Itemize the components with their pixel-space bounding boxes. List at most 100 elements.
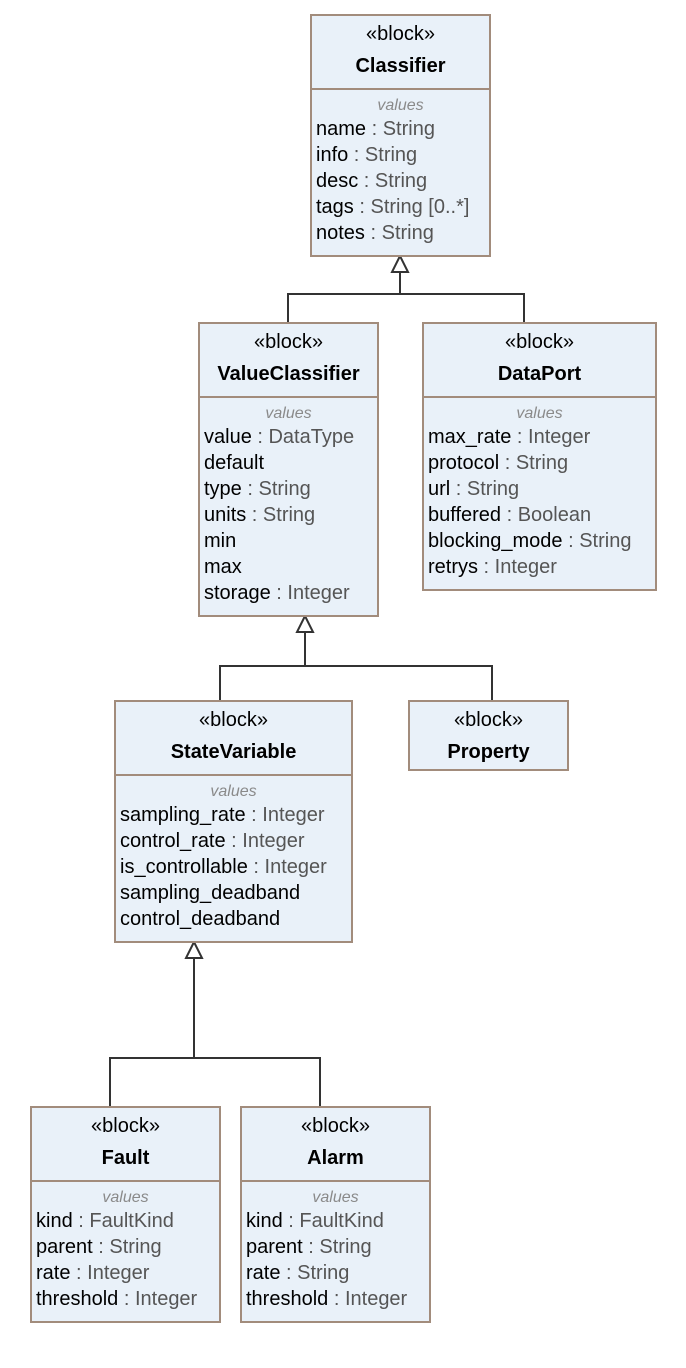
value-property: parent : String <box>36 1234 215 1260</box>
property-type: DataType <box>268 426 355 448</box>
value-property: min <box>204 528 373 554</box>
value-property: is_controllable : Integer <box>120 854 347 880</box>
value-property: type : String <box>204 476 373 502</box>
block-name: Fault <box>101 1147 150 1169</box>
stereotype-label: «block» <box>301 1115 370 1137</box>
value-property: blocking_mode : String <box>428 528 651 554</box>
property-type: String [0..*] <box>370 196 470 218</box>
property-name: control_deadband <box>120 908 281 930</box>
property-type: FaultKind <box>299 1210 384 1232</box>
generalization-value-classifier <box>219 613 493 700</box>
property-separator: : <box>302 1236 320 1258</box>
value-property: parent : String <box>246 1234 425 1260</box>
value-property: units : String <box>204 502 373 528</box>
property-separator: : <box>251 426 269 448</box>
block-name: Classifier <box>355 55 446 77</box>
value-property: max_rate : Integer <box>428 424 651 450</box>
compartment-title: values <box>377 97 424 114</box>
property-name: name <box>316 118 367 140</box>
property-name: protocol <box>428 452 500 474</box>
property-separator: : <box>511 426 529 448</box>
generalization-classifier <box>287 253 525 322</box>
value-property: value : DataType <box>204 424 373 450</box>
property-name: units <box>204 504 247 526</box>
property-name: kind <box>36 1210 73 1232</box>
property-separator: : <box>280 1262 298 1284</box>
stereotype-label: «block» <box>366 23 435 45</box>
property-separator: : <box>118 1288 135 1310</box>
property-type: Integer <box>528 426 591 448</box>
generalization-arrowhead-value-classifier <box>295 613 315 633</box>
property-separator: : <box>72 1210 90 1232</box>
property-name: tags <box>316 196 354 218</box>
property-type: Integer <box>134 1288 198 1310</box>
compartment-title: values <box>210 783 257 800</box>
block-state-variable[interactable]: «block» StateVariable values sampling_ra… <box>114 700 353 943</box>
property-type: String <box>466 478 520 500</box>
property-name: parent <box>36 1236 93 1258</box>
value-property: kind : FaultKind <box>246 1208 425 1234</box>
block-name: Property <box>447 741 530 763</box>
property-type: Integer <box>264 856 327 878</box>
property-name: max_rate <box>428 426 512 448</box>
value-property: threshold : Integer <box>246 1286 425 1312</box>
property-separator: : <box>364 222 382 244</box>
property-type: String <box>374 170 428 192</box>
value-property: control_rate : Integer <box>120 828 347 854</box>
property-separator: : <box>70 1262 88 1284</box>
property-type: Integer <box>287 582 350 604</box>
generalization-arrowhead-classifier <box>390 253 410 273</box>
block-data-port[interactable]: «block» DataPort values max_rate : Integ… <box>422 322 657 591</box>
property-type: String <box>297 1262 350 1284</box>
property-separator: : <box>328 1288 345 1310</box>
property-separator: : <box>358 170 375 192</box>
property-name: retrys <box>428 556 478 578</box>
property-type: Integer <box>242 830 305 852</box>
property-type: FaultKind <box>89 1210 174 1232</box>
value-property: rate : Integer <box>36 1260 215 1286</box>
property-name: max <box>204 556 242 578</box>
property-type: String <box>262 504 316 526</box>
property-separator: : <box>499 452 516 474</box>
value-property: control_deadband <box>120 906 347 932</box>
compartment-title: values <box>265 405 312 422</box>
value-property: tags : String [0..*] <box>316 194 485 220</box>
value-property: sampling_rate : Integer <box>120 802 347 828</box>
property-name: desc <box>316 170 359 192</box>
stereotype-label: «block» <box>91 1115 160 1137</box>
property-name: sampling_deadband <box>120 882 301 904</box>
property-type: String <box>515 452 569 474</box>
property-type: String <box>579 530 632 552</box>
property-type: Integer <box>262 804 325 826</box>
value-property: notes : String <box>316 220 485 246</box>
value-property: sampling_deadband <box>120 880 347 906</box>
property-name: url <box>428 478 451 500</box>
property-separator: : <box>92 1236 110 1258</box>
block-property[interactable]: «block» Property <box>408 700 569 771</box>
value-property: protocol : String <box>428 450 651 476</box>
property-separator: : <box>348 144 365 166</box>
property-type: Integer <box>87 1262 150 1284</box>
generalization-state-variable <box>109 939 321 1106</box>
block-name: ValueClassifier <box>217 363 360 385</box>
property-separator: : <box>366 118 383 140</box>
block-name: DataPort <box>497 363 582 385</box>
property-type: Boolean <box>517 504 592 526</box>
property-separator: : <box>478 556 495 578</box>
property-type: Integer <box>494 556 557 578</box>
property-name: rate <box>246 1262 281 1284</box>
property-name: type <box>204 478 242 500</box>
property-name: control_rate <box>120 830 226 852</box>
block-value-classifier[interactable]: «block» ValueClassifier values value : D… <box>198 322 379 617</box>
property-type: String <box>381 222 434 244</box>
value-property: name : String <box>316 116 485 142</box>
property-type: String <box>258 478 311 500</box>
compartment-title: values <box>102 1189 149 1206</box>
property-type: String <box>109 1236 162 1258</box>
property-name: threshold <box>36 1288 119 1310</box>
stereotype-label: «block» <box>454 709 523 731</box>
